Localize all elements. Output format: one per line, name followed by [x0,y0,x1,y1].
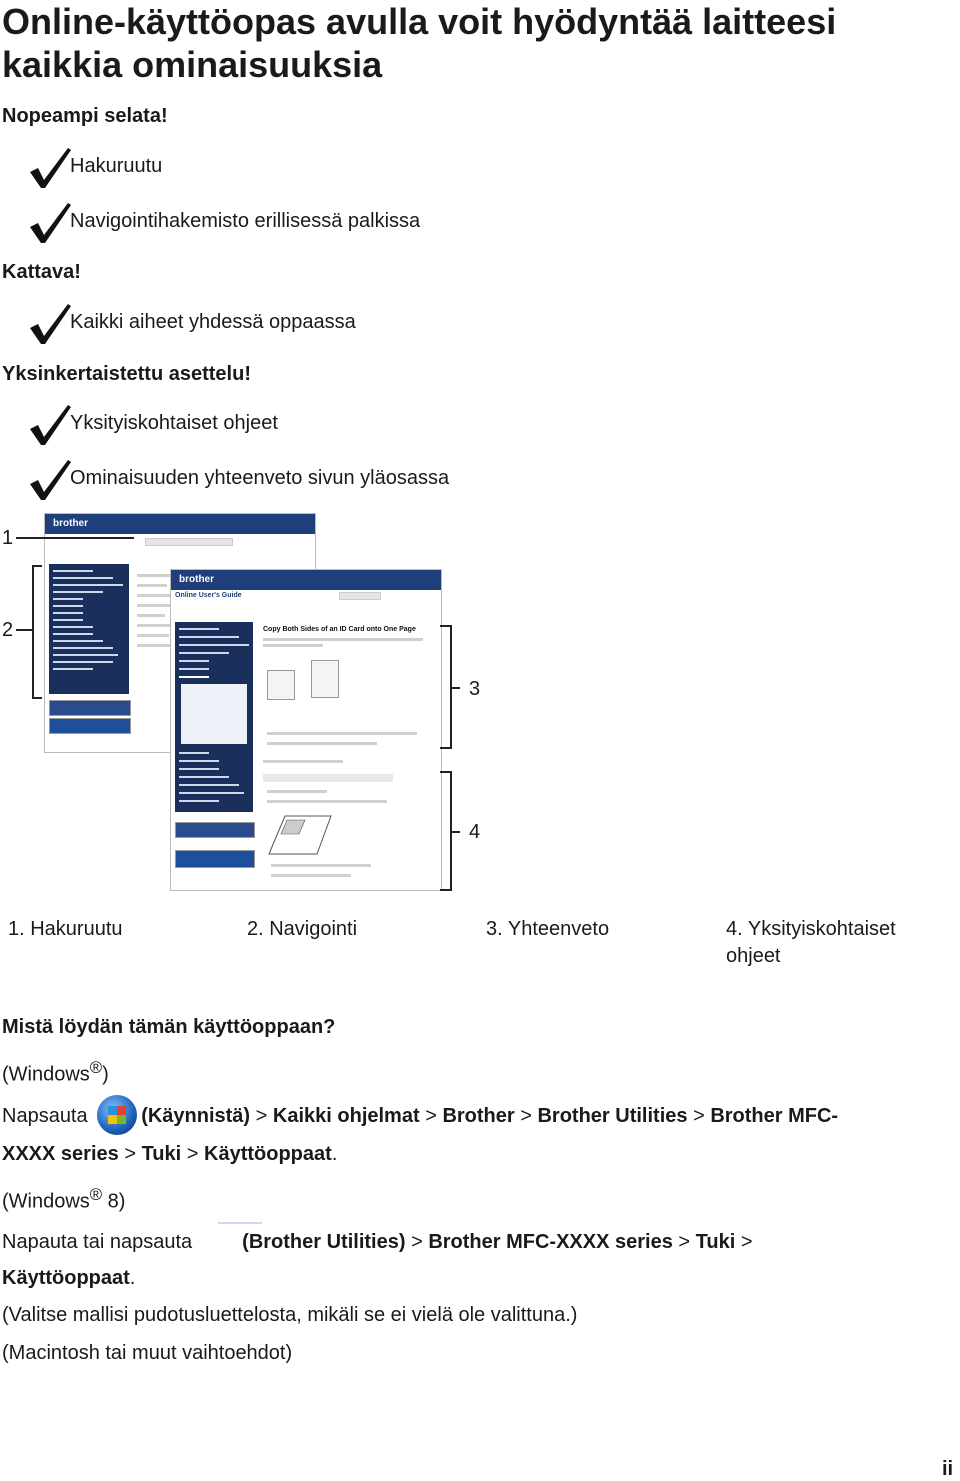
screenshot-front: brother Online User's Guide Copy Both Si… [170,569,442,891]
header-bar: brother [45,514,315,534]
id-card-illustration [267,670,295,700]
navigation-pane [175,622,253,812]
check-item-label: Hakuruutu [70,155,163,177]
check-item-label: Ominaisuuden yhteenveto sivun yläosassa [70,467,450,489]
callout-4: 4 [469,821,481,843]
windows8-instructions-line-2: Käyttöoppaat. [2,1267,136,1289]
detail-bracket [440,771,460,891]
section-heading-faster: Nopeampi selata! [2,105,168,127]
search-box[interactable] [339,592,381,600]
windows-start-icon[interactable] [97,1094,138,1135]
brother-logo: brother [179,574,214,585]
checkmark-icon [30,405,71,445]
search-box[interactable] [145,538,233,546]
callout-2-leader [16,629,32,631]
callout-1-leader [16,537,134,539]
registered-mark: ® [89,1058,103,1077]
windows-instructions-line-2: XXXX series > Tuki > Käyttöoppaat. [2,1143,338,1165]
navigation-pane [49,564,129,694]
brother-utilities-icon[interactable] [218,1222,262,1224]
windows-instructions-line-1: Napsauta (Käynnistä) > Kaikki ohjelmat >… [2,1094,838,1137]
where-heading: Mistä löydän tämän käyttöoppaan? [2,1016,336,1038]
legend-item-1: 1. Hakuruutu [8,918,123,940]
checkmark-icon [30,304,71,344]
windows8-instructions-line-1: Napauta tai napsauta(Brother Utilities) … [2,1231,753,1253]
legend-item-4: 4. Yksityiskohtaiset ohjeet [726,918,896,967]
check-item-label: Navigointihakemisto erillisessä palkissa [70,210,421,232]
id-card-illustration [311,660,339,698]
check-item-label: Yksityiskohtaiset ohjeet [70,412,278,434]
section-heading-simplified: Yksinkertaistettu asettelu! [2,363,251,385]
macintosh-label: (Macintosh tai muut vaihtoehdot) [2,1342,293,1364]
windows-label: (Windows®) [2,1058,109,1086]
callout-1: 1 [2,527,14,549]
legend-item-2: 2. Navigointi [247,918,358,940]
brother-logo: brother [53,518,88,529]
scanner-glass-illustration [268,815,332,855]
manual-screenshot-figure: brother brother [0,505,960,900]
checkmark-icon [30,460,71,500]
legend-item-3: 3. Yhteenveto [486,918,610,940]
section-heading-comprehensive: Kattava! [2,261,81,283]
summary-bracket [440,625,460,749]
page-number: ii [942,1458,954,1480]
navigation-bracket [32,565,42,699]
model-selection-note: (Valitse mallisi pudotusluettelosta, mik… [2,1304,578,1326]
header-bar: brother [171,570,441,590]
checkmark-icon [30,203,71,243]
checkmark-icon [30,148,71,188]
topic-title: Copy Both Sides of an ID Card onto One P… [263,626,416,633]
windows8-label: (Windows® 8) [2,1185,126,1213]
callout-3: 3 [469,678,481,700]
check-item-label: Kaikki aiheet yhdessä oppaassa [70,311,356,333]
guide-title: Online User's Guide [175,592,242,599]
callout-2: 2 [2,619,14,641]
registered-mark: ® [89,1185,103,1204]
page-title: Online-käyttöopas avulla voit hyödyntää … [2,1,837,85]
